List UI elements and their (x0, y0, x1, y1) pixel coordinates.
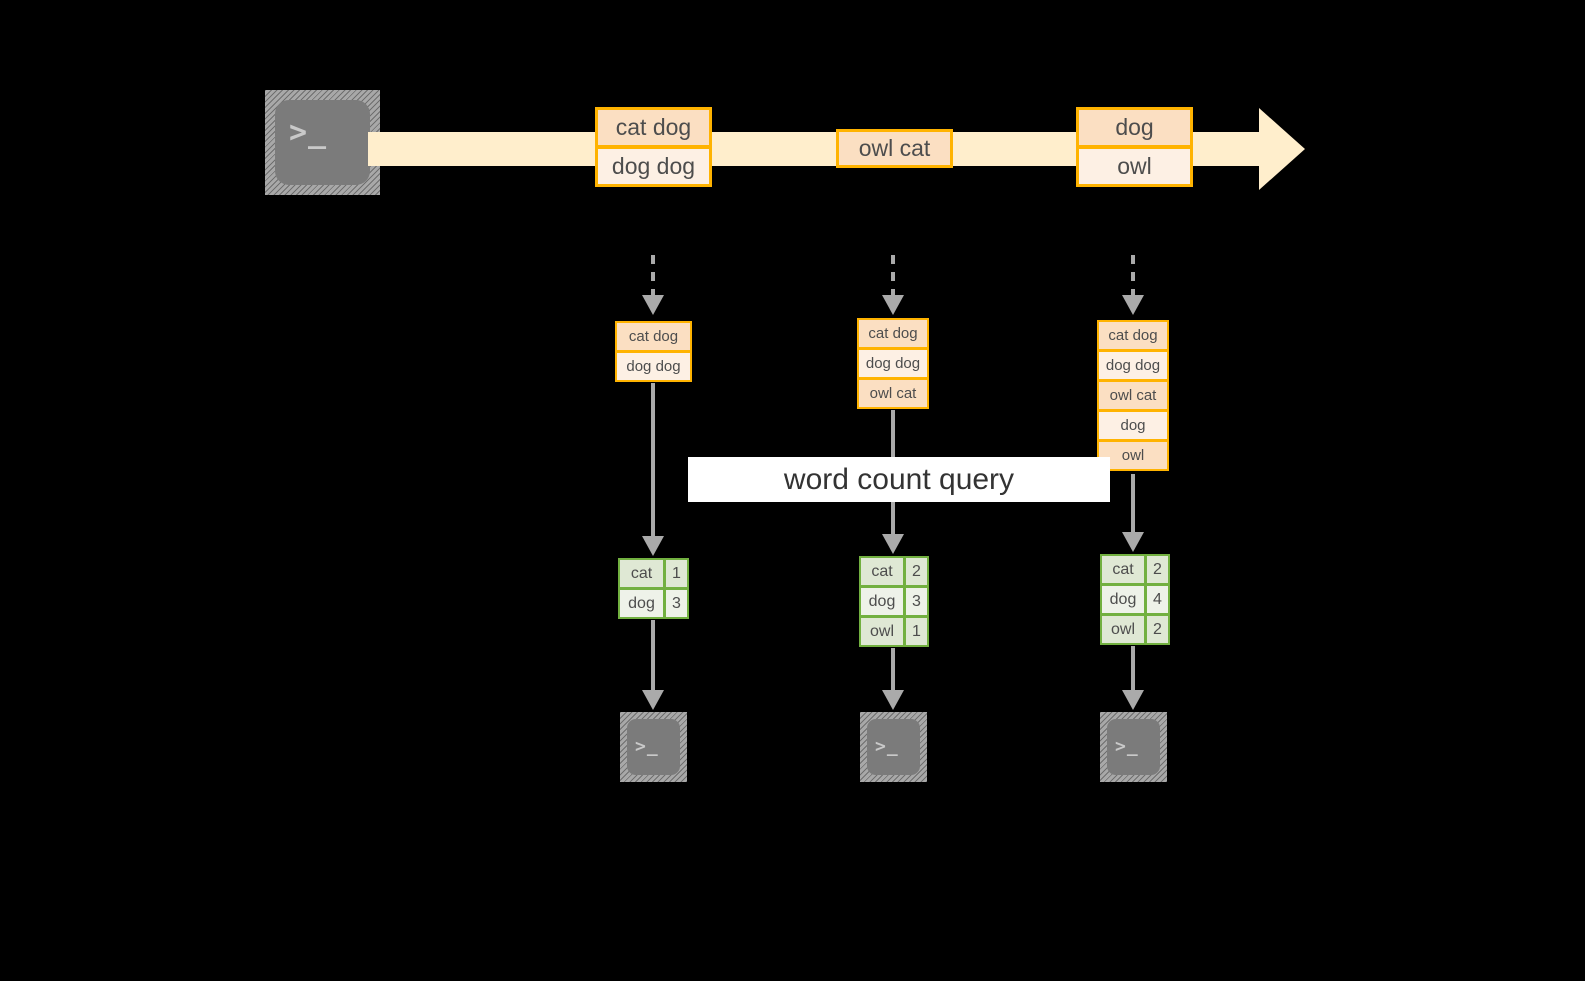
terminal-prompt-icon: >_ (289, 115, 328, 150)
result-count: 3 (672, 594, 681, 612)
snapshot-1-query-line (651, 383, 655, 538)
result-word: owl (869, 622, 894, 640)
result-count: 2 (1153, 560, 1162, 578)
snapshot-2-input-stack: cat dog dog dog owl cat (857, 318, 929, 410)
query-label: word count query (688, 457, 1110, 502)
snapshot-1-query-arrowhead (642, 536, 664, 556)
result-word: dog (868, 592, 896, 610)
snapshot-2-sink-terminal[interactable]: >_ (860, 712, 927, 782)
terminal-prompt-icon: >_ (635, 736, 659, 757)
snapshot-3-query-line (1131, 474, 1135, 534)
snapshot-1-sink-arrowhead (642, 690, 664, 710)
result-cell-count: 1 (664, 558, 689, 589)
snapshot-1-input-row[interactable]: dog dog (615, 351, 692, 382)
query-label-text: word count query (783, 462, 1015, 496)
snapshot-2-query-arrowhead (882, 534, 904, 554)
snapshot-3-input-row[interactable]: dog (1097, 410, 1169, 441)
snapshot-2-sink-line (891, 648, 895, 692)
result-word: cat (871, 562, 893, 580)
result-word: owl (1110, 620, 1135, 638)
stream-record-owl-cat[interactable]: owl cat (836, 129, 953, 168)
snapshot-1-input-row[interactable]: cat dog (615, 321, 692, 352)
stream-tap-line-2 (891, 255, 895, 297)
stream-record-cat-dog[interactable]: cat dog (595, 107, 712, 148)
snapshot-1-input-stack: cat dog dog dog (615, 321, 692, 383)
stream-tap-arrowhead-2 (882, 295, 904, 315)
snapshot-2-result-table: cat 2 dog 3 owl 1 (859, 556, 929, 648)
stream-tap-line-1 (651, 255, 655, 297)
snapshot-3-input-stack: cat dog dog dog owl cat dog owl (1097, 320, 1169, 474)
record-label: dog dog (626, 358, 681, 375)
result-cell-count: 1 (904, 616, 929, 647)
result-count: 4 (1153, 590, 1162, 608)
stream-record-label: cat dog (615, 114, 692, 140)
result-count: 3 (912, 592, 921, 610)
result-cell-word: owl (1100, 614, 1146, 645)
snapshot-1-sink-terminal[interactable]: >_ (620, 712, 687, 782)
result-word: dog (1109, 590, 1137, 608)
terminal-face (1107, 719, 1160, 775)
record-label: owl cat (1109, 387, 1157, 404)
record-label: dog (1120, 417, 1146, 434)
stream-record-label: owl cat (858, 135, 931, 161)
result-count: 2 (912, 562, 921, 580)
stream-record-dog-dog[interactable]: dog dog (595, 146, 712, 187)
snapshot-2-input-row[interactable]: dog dog (857, 348, 929, 379)
result-cell-word: cat (1100, 554, 1146, 585)
record-label: dog dog (1105, 357, 1161, 374)
record-label: cat dog (1108, 327, 1158, 344)
record-stream-arrowhead (1259, 108, 1305, 190)
result-cell-word: cat (859, 556, 905, 587)
snapshot-3-input-row[interactable]: dog dog (1097, 350, 1169, 381)
result-count: 2 (1153, 620, 1162, 638)
result-count: 1 (912, 622, 921, 640)
result-cell-count: 3 (664, 588, 689, 619)
snapshot-2-sink-arrowhead (882, 690, 904, 710)
result-word: cat (1112, 560, 1134, 578)
record-label: cat dog (868, 325, 918, 342)
result-cell-count: 3 (904, 586, 929, 617)
source-terminal[interactable]: >_ (265, 90, 380, 195)
snapshot-3-input-row[interactable]: owl cat (1097, 380, 1169, 411)
terminal-face (627, 719, 680, 775)
snapshot-3-query-arrowhead (1122, 532, 1144, 552)
result-cell-word: dog (859, 586, 905, 617)
snapshot-1-result-table: cat 1 dog 3 (618, 558, 689, 620)
record-label: owl cat (869, 385, 917, 402)
snapshot-3-sink-terminal[interactable]: >_ (1100, 712, 1167, 782)
terminal-face (867, 719, 920, 775)
stream-record-dog[interactable]: dog (1076, 107, 1193, 148)
stream-tap-arrowhead-3 (1122, 295, 1144, 315)
stream-record-label: owl (1117, 153, 1152, 179)
result-cell-word: cat (618, 558, 665, 589)
record-label: owl (1121, 447, 1145, 464)
snapshot-1-sink-line (651, 620, 655, 692)
snapshot-3-result-table: cat 2 dog 4 owl 2 (1100, 554, 1170, 646)
result-word: cat (630, 564, 653, 582)
snapshot-3-input-row[interactable]: cat dog (1097, 320, 1169, 351)
stream-record-owl[interactable]: owl (1076, 146, 1193, 187)
result-count: 1 (672, 564, 681, 582)
result-cell-word: dog (1100, 584, 1146, 615)
result-word: dog (628, 594, 655, 612)
result-cell-count: 4 (1145, 584, 1170, 615)
result-cell-count: 2 (904, 556, 929, 587)
result-cell-word: owl (859, 616, 905, 647)
snapshot-2-input-row[interactable]: owl cat (857, 378, 929, 409)
terminal-face (275, 100, 370, 185)
result-cell-count: 2 (1145, 614, 1170, 645)
stream-record-label: dog (1115, 114, 1154, 140)
terminal-prompt-icon: >_ (875, 736, 899, 757)
result-cell-count: 2 (1145, 554, 1170, 585)
record-label: cat dog (628, 328, 679, 345)
record-label: dog dog (865, 355, 921, 372)
stream-tap-line-3 (1131, 255, 1135, 297)
terminal-prompt-icon: >_ (1115, 736, 1139, 757)
stream-tap-arrowhead-1 (642, 295, 664, 315)
snapshot-3-sink-line (1131, 646, 1135, 692)
result-cell-word: dog (618, 588, 665, 619)
snapshot-3-sink-arrowhead (1122, 690, 1144, 710)
snapshot-2-input-row[interactable]: cat dog (857, 318, 929, 349)
stream-record-label: dog dog (611, 153, 696, 179)
